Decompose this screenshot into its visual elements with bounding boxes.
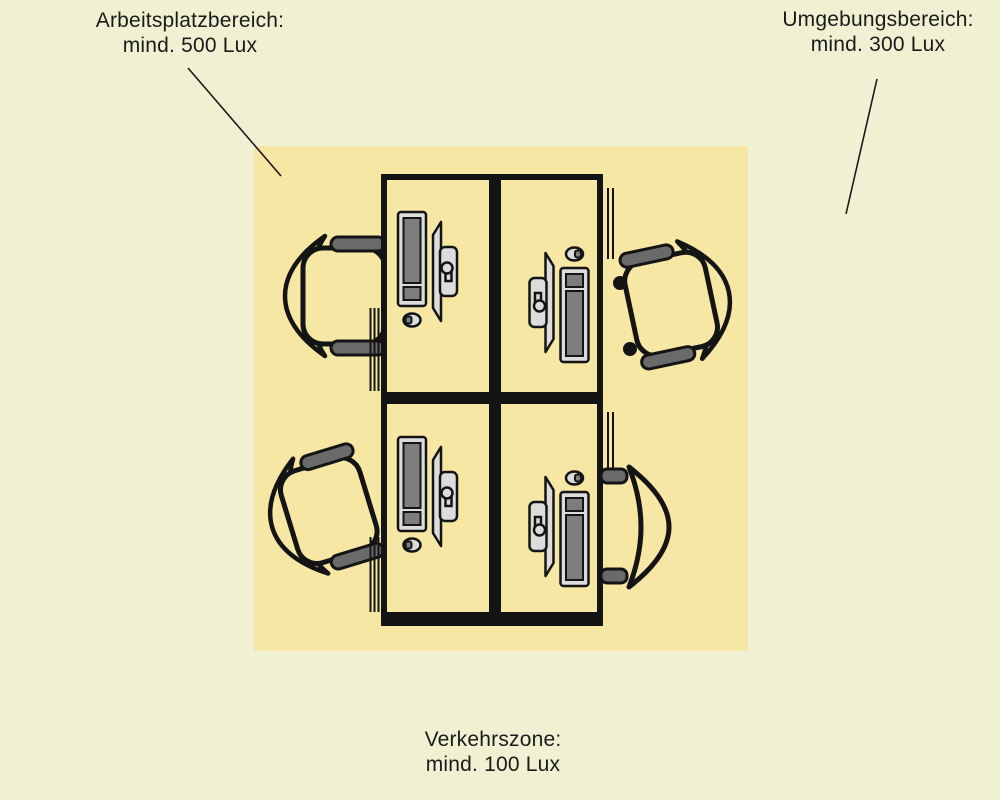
surrounding-area-label-line1: Umgebungsbereich: [782, 8, 974, 31]
desk-shadow-lines [369, 188, 614, 612]
desk-bottom-shadow [381, 612, 603, 626]
surrounding-leader-line [845, 78, 878, 215]
traffic-zone-label-line2: mind. 100 Lux [425, 753, 561, 776]
traffic-zone-label-line1: Verkehrszone: [424, 728, 562, 751]
workplace-area-label: Arbeitsplatzbereich: mind. 500 Lux [90, 8, 290, 58]
workplace-area-label-line1: Arbeitsplatzbereich: [95, 9, 285, 32]
surrounding-area-label-line2: mind. 300 Lux [810, 33, 946, 56]
traffic-zone-label: Verkehrszone: mind. 100 Lux [393, 727, 593, 777]
surrounding-area-label: Umgebungsbereich: mind. 300 Lux [778, 7, 978, 57]
workplace-area-label-line2: mind. 500 Lux [122, 34, 258, 57]
workplace-leader-line [187, 67, 282, 177]
